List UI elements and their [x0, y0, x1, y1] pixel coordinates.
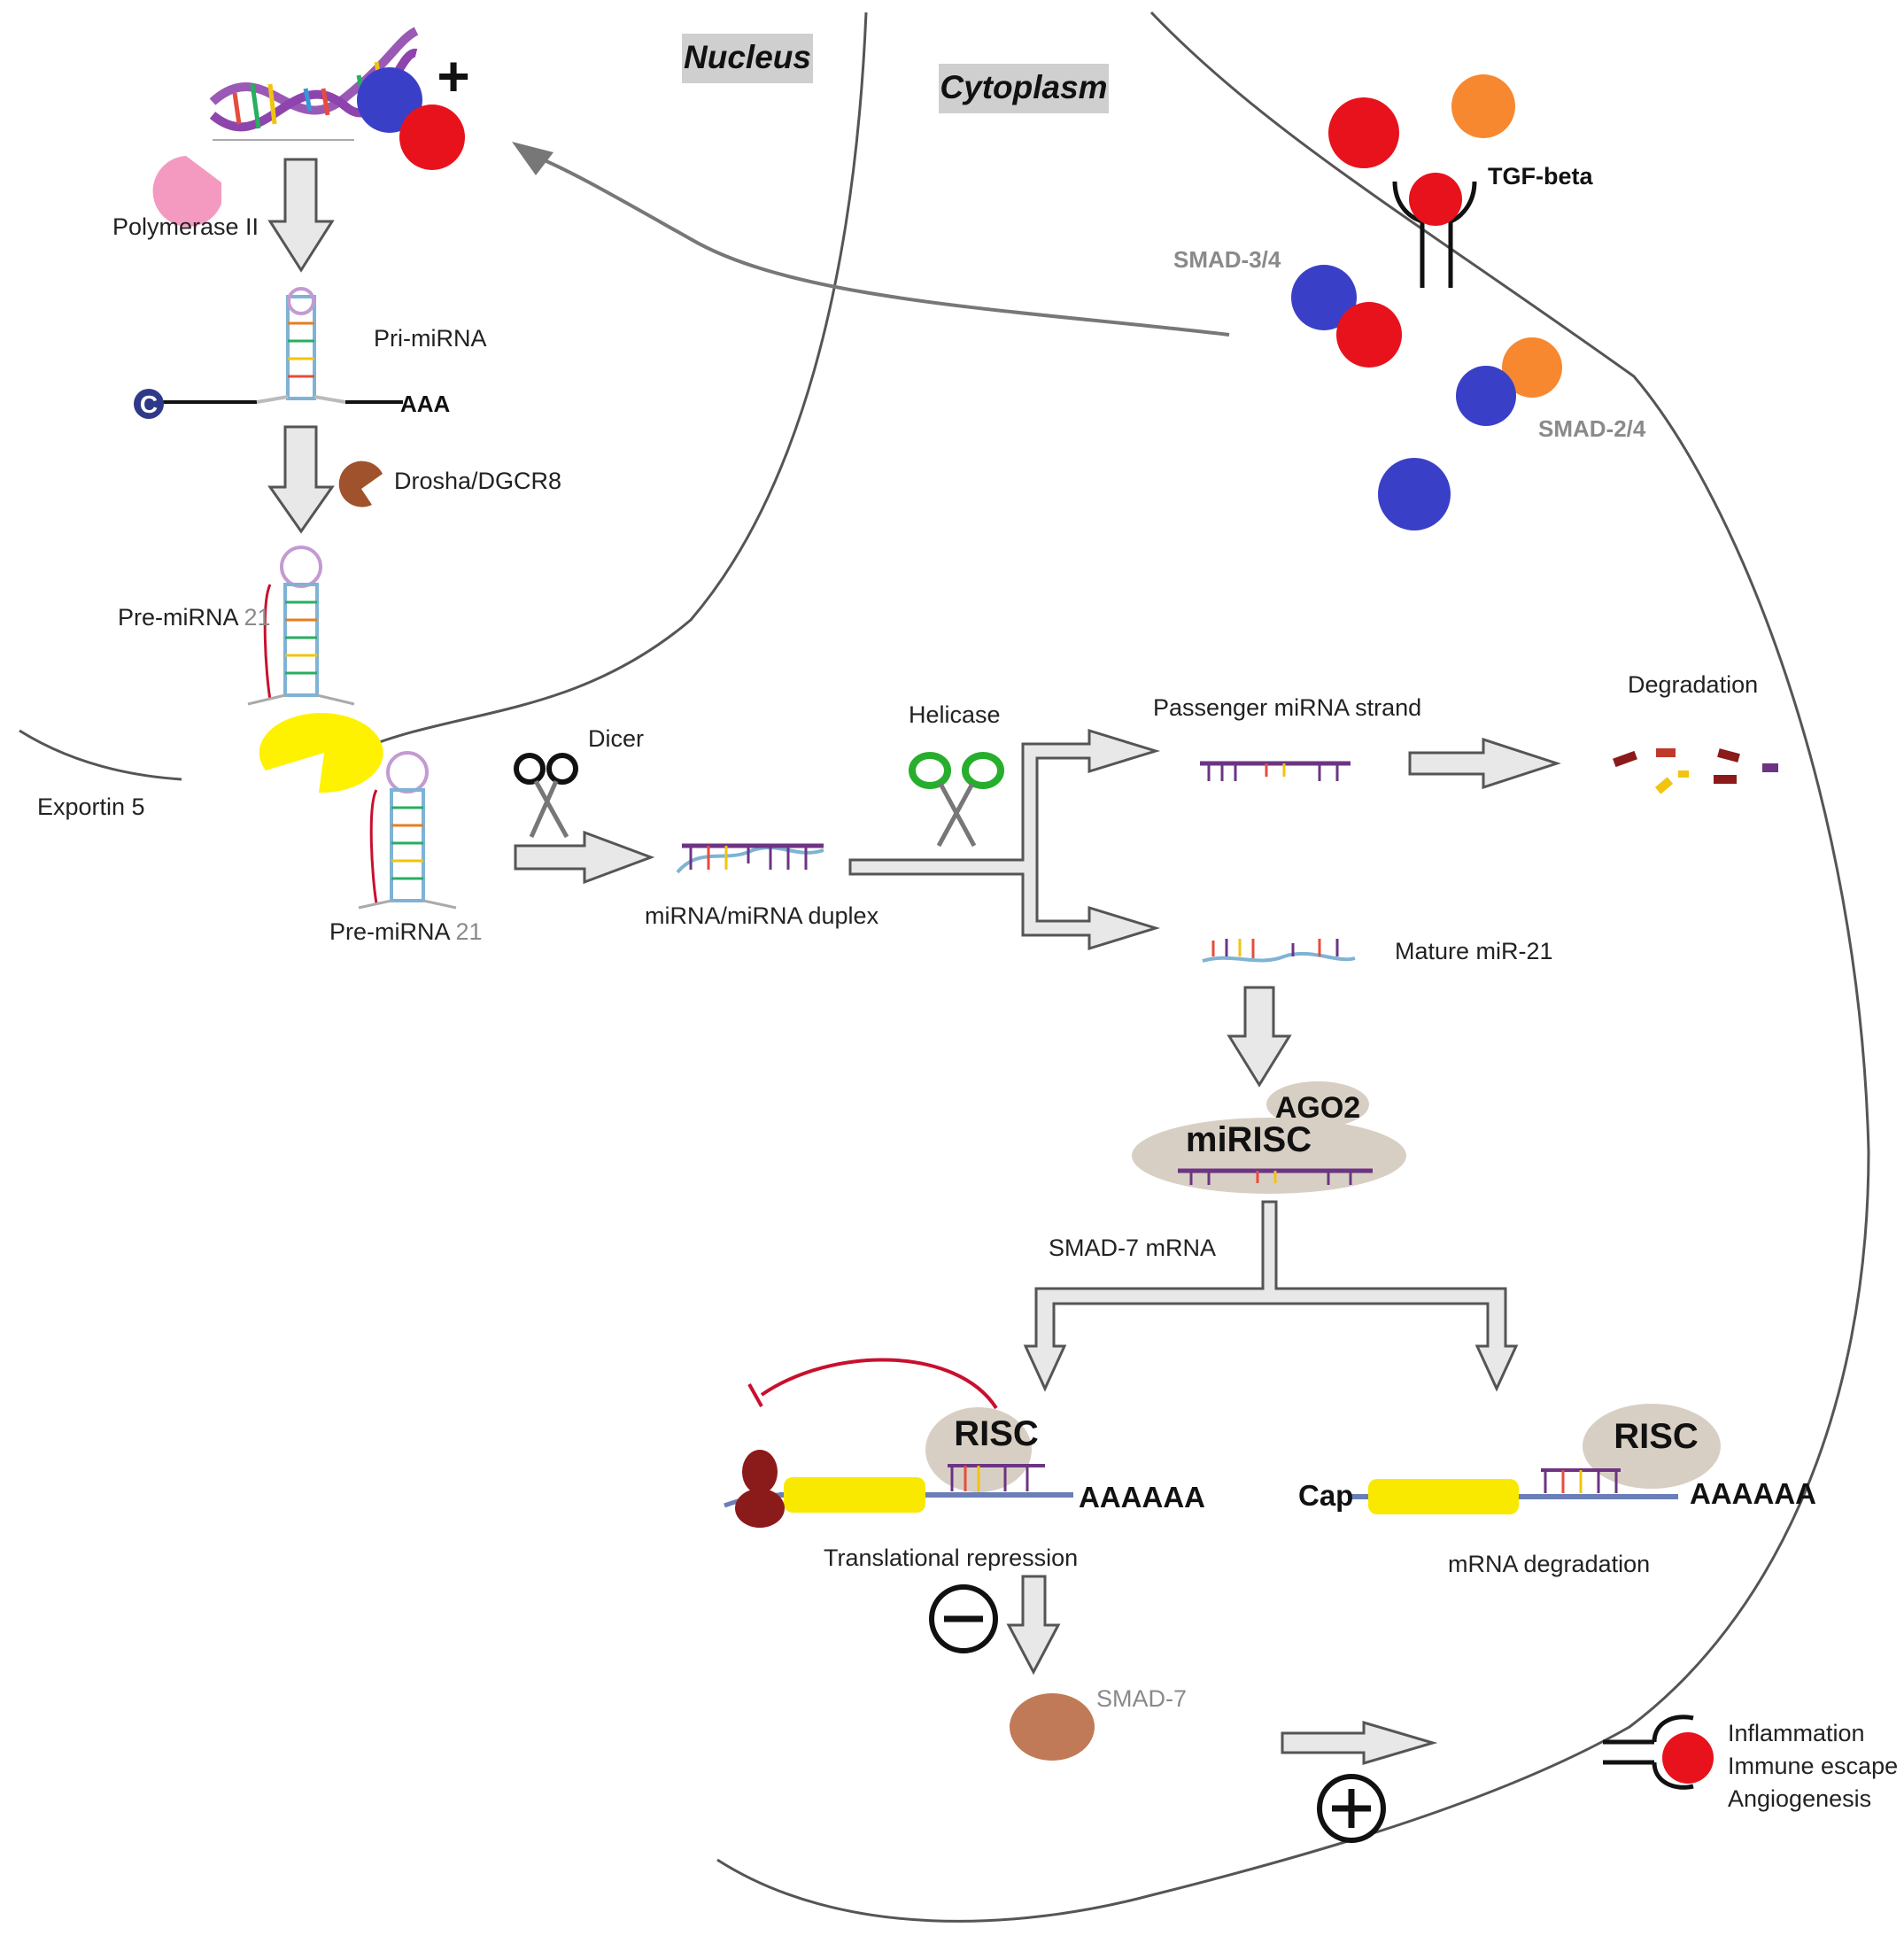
polya-short-label: AAA: [400, 391, 451, 417]
cell-membrane: [716, 11, 1870, 1923]
polymerase-label: Polymerase II: [112, 213, 259, 240]
nucleus-label: Nucleus: [682, 34, 813, 83]
ago2-label: AGO2: [1275, 1091, 1360, 1125]
inhibition-arrow: [760, 1358, 998, 1410]
outcome-inflammation: Inflammation: [1728, 1720, 1865, 1746]
smad7-protein-icon: [1010, 1693, 1095, 1761]
plus-icon: [1317, 1774, 1386, 1843]
degradation-label: Degradation: [1628, 671, 1758, 698]
mirisc-complex: [1132, 1081, 1406, 1194]
cytoplasm-label: Cytoplasm: [939, 64, 1109, 113]
inhibition-bar: [747, 1383, 763, 1407]
arrow-down-2: [267, 425, 335, 534]
duplex-label: miRNA/miRNA duplex: [645, 902, 879, 929]
polymerase-icon: [152, 156, 221, 227]
polya-left-label: AAAAAA: [1079, 1481, 1205, 1514]
mirna-duplex-icon: [676, 843, 824, 874]
risc-right-label: RISC: [1614, 1417, 1699, 1456]
smad-translocation-arrow: [530, 153, 1230, 337]
smad24-orange: [1502, 337, 1562, 398]
plus-sign-top: +: [437, 44, 469, 108]
passenger-strand-icon: [1200, 761, 1351, 781]
receptor-bottom-icon: [1603, 1715, 1714, 1790]
mrna-degradation-mrna: [1348, 1404, 1721, 1514]
arrow-down-mirisc: [1227, 986, 1292, 1088]
mrna-degradation-label: mRNA degradation: [1448, 1551, 1650, 1577]
dicer-scissors-icon: [514, 753, 578, 839]
pri-mirna-label: Pri-miRNA: [374, 325, 487, 352]
passenger-label: Passenger miRNA strand: [1153, 694, 1421, 721]
polya-right-label: AAAAAA: [1690, 1477, 1816, 1510]
branch-arrow-mirisc: [1023, 1200, 1519, 1392]
degradation-fragments-icon: [1613, 748, 1778, 794]
arrow-down-1: [267, 158, 335, 273]
smad34-red: [1336, 302, 1402, 368]
arrow-right-degradation: [1408, 737, 1561, 790]
tgf-orange-ligand: [1451, 74, 1515, 138]
helicase-label: Helicase: [909, 701, 1001, 728]
arrow-down-smad7: [1006, 1575, 1061, 1676]
outcome-immune-escape: Immune escape: [1728, 1753, 1898, 1779]
pri-mirna-icon: [134, 287, 403, 419]
branch-arrow-helicase: [848, 728, 1161, 951]
outcome-angiogenesis: Angiogenesis: [1728, 1785, 1871, 1812]
tgf-receptor-icon: [1392, 173, 1477, 288]
arrow-right-dicer: [514, 830, 655, 885]
mature-label: Mature miR-21: [1395, 938, 1553, 964]
tgf-beta-label: TGF-beta: [1488, 163, 1593, 190]
drosha-icon: [338, 461, 383, 507]
trans-repression-label: Translational repression: [824, 1545, 1078, 1571]
smad24-blue: [1456, 366, 1516, 426]
risc-left-label: RISC: [954, 1414, 1039, 1453]
mirisc-label: miRISC: [1186, 1120, 1312, 1159]
smad-red-nuclear: [399, 105, 465, 170]
smad-free-blue: [1378, 458, 1451, 530]
tgf-red-ligand-1: [1328, 97, 1399, 168]
pre-mirna-cytoplasm-icon: [358, 751, 457, 910]
pre-mirna-nuclear-icon: [247, 546, 355, 706]
smad34-blue: [1291, 265, 1357, 330]
translational-repression-mrna: [724, 1407, 1073, 1513]
svg-text:Cytoplasm: Cytoplasm: [940, 69, 1107, 105]
smad7-label: SMAD-7: [1096, 1685, 1187, 1712]
minus-icon: [929, 1584, 998, 1653]
exportin-icon: [259, 713, 383, 794]
ribosome-icon: [735, 1450, 785, 1528]
svg-text:Nucleus: Nucleus: [684, 39, 811, 75]
mature-mirna-icon: [1202, 939, 1356, 963]
smad34-label: SMAD-3/4: [1173, 246, 1281, 273]
nuclear-membrane: [19, 12, 868, 781]
cap-c-label: C: [140, 391, 158, 418]
exportin-label: Exportin 5: [37, 794, 145, 820]
dicer-label: Dicer: [588, 725, 644, 752]
smad7-mrna-label: SMAD-7 mRNA: [1049, 1235, 1216, 1261]
smad-blue-nuclear: [357, 67, 422, 133]
smad-translocation-arrowhead: [512, 142, 553, 175]
drosha-label: Drosha/DGCR8: [394, 468, 561, 494]
helicase-scissors-icon: [909, 752, 1004, 848]
smad24-label: SMAD-2/4: [1538, 415, 1646, 442]
arrow-right-outcome: [1281, 1720, 1438, 1766]
cap-label: Cap: [1298, 1479, 1353, 1512]
